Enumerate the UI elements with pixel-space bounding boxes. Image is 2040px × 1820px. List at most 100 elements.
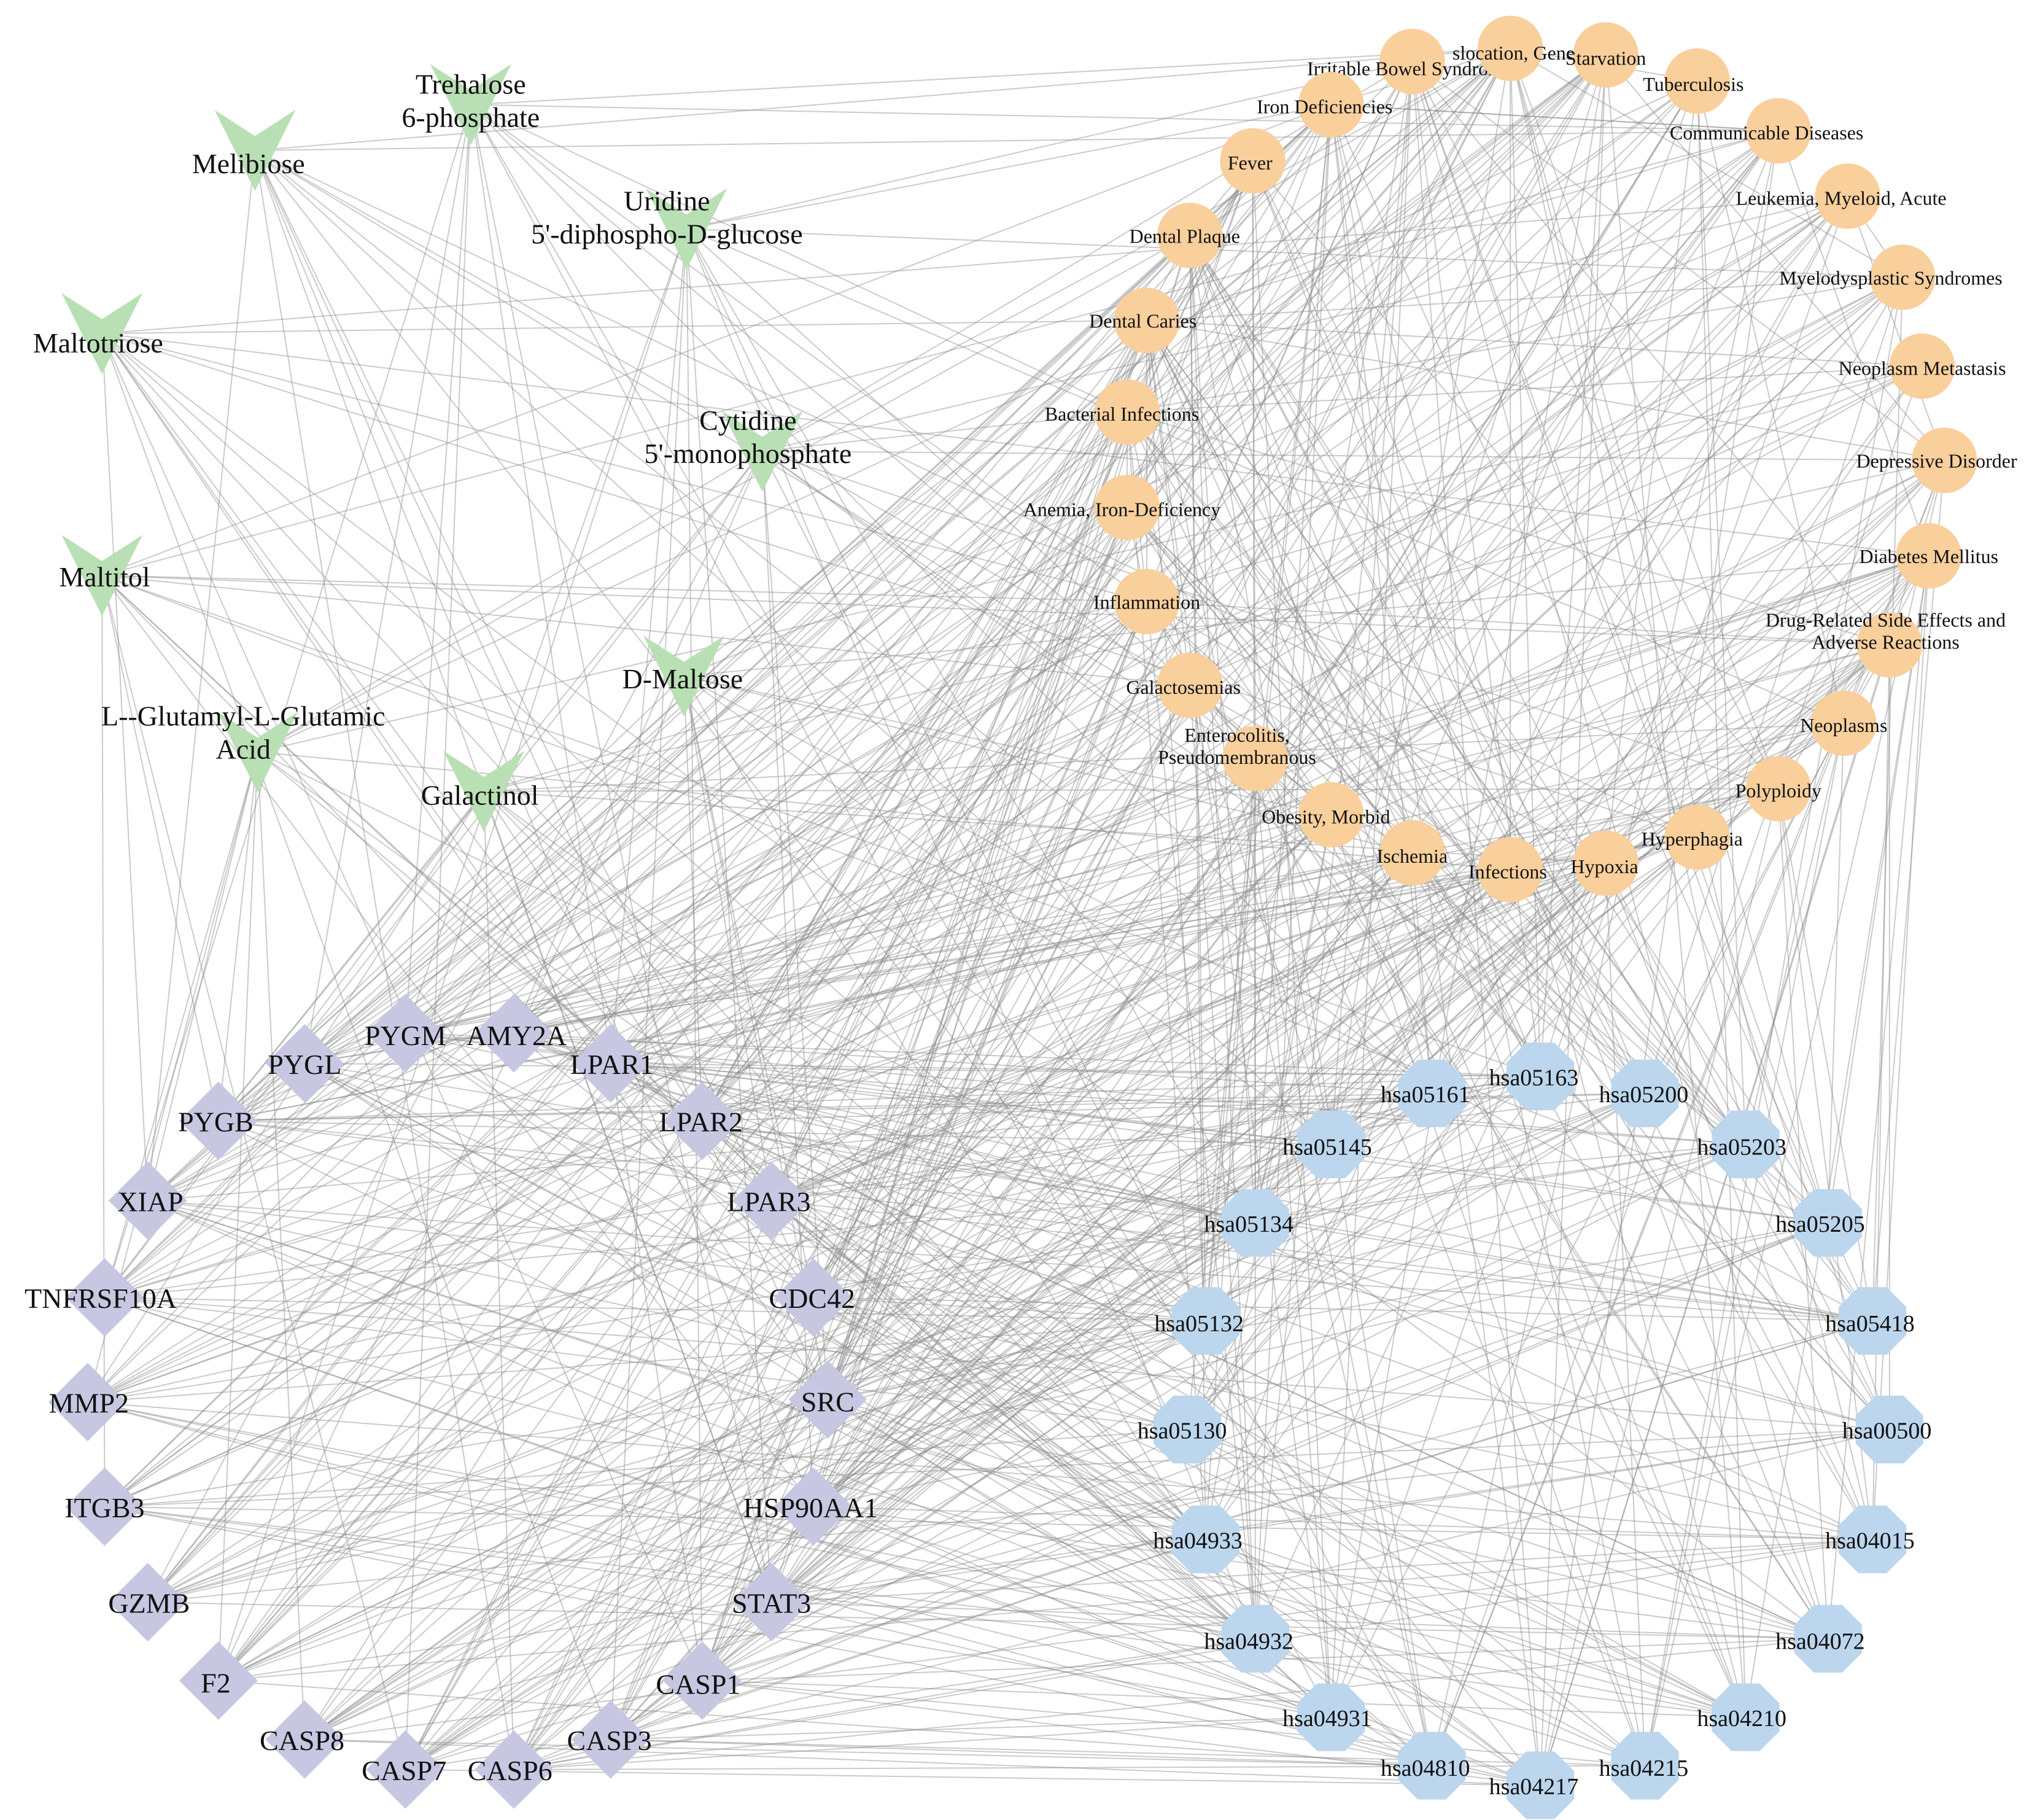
- target-node-f2[interactable]: F2: [179, 1641, 258, 1720]
- disease-node-mds[interactable]: Myelodysplastic Syndromes: [1779, 244, 2003, 310]
- disease-node-inflam[interactable]: Inflammation: [1093, 569, 1200, 635]
- disease-node-irondef[interactable]: Iron Deficiencies: [1257, 72, 1392, 138]
- pathway-node-05163[interactable]: hsa05163: [1489, 1042, 1579, 1111]
- pathway-node-05132[interactable]: hsa05132: [1154, 1287, 1244, 1355]
- disease-node-obesity[interactable]: Obesity, Morbid: [1262, 782, 1390, 848]
- disease-node-disloc[interactable]: slocation, Genetic: [1452, 15, 1594, 82]
- pathway-node-05205[interactable]: hsa05205: [1775, 1189, 1865, 1257]
- target-node-tnfrsf10a[interactable]: TNFRSF10A: [25, 1258, 177, 1337]
- target-node-casp1[interactable]: CASP1: [656, 1641, 742, 1720]
- compound-node-melibiose[interactable]: Melibiose: [192, 109, 305, 191]
- target-node-casp3[interactable]: CASP3: [567, 1700, 652, 1779]
- disease-node-infections[interactable]: Infections: [1468, 837, 1547, 903]
- target-node-itgb3[interactable]: ITGB3: [64, 1467, 145, 1546]
- disease-node-depress[interactable]: Depressive Disorder: [1856, 427, 2017, 494]
- edge-t_lpar1-p_05145: [610, 1062, 1332, 1145]
- compound-node-label: Galactinol: [421, 780, 539, 811]
- edge-p_05145-d_metast: [1330, 365, 1923, 1145]
- target-node-gzmb[interactable]: GZMB: [108, 1563, 190, 1642]
- pathway-node-04931[interactable]: hsa04931: [1282, 1683, 1372, 1751]
- pathway-node-05200[interactable]: hsa05200: [1599, 1059, 1689, 1127]
- pathway-node-05134[interactable]: hsa05134: [1204, 1189, 1293, 1257]
- pathway-node-04215[interactable]: hsa04215: [1599, 1732, 1689, 1800]
- pathway-node-04015[interactable]: hsa04015: [1825, 1505, 1915, 1574]
- edge-t_f2-p_05145: [218, 1143, 1332, 1681]
- target-node-pygm[interactable]: PYGM: [365, 994, 446, 1073]
- disease-node-anemia[interactable]: Anemia, Iron-Deficiency: [1023, 475, 1221, 540]
- pathway-node-04210[interactable]: hsa04210: [1697, 1683, 1786, 1751]
- edge-t_itgb3-p_04932: [104, 1506, 1255, 1639]
- target-node-lpar1[interactable]: LPAR1: [570, 1024, 654, 1103]
- pathway-node-04072[interactable]: hsa04072: [1775, 1604, 1865, 1673]
- disease-node-metast[interactable]: Neoplasm Metastasis: [1839, 333, 2006, 399]
- disease-node-entero[interactable]: Enterocolitis,Pseudomembranous: [1158, 724, 1316, 791]
- edge-c_dmaltose-p_04932: [683, 675, 1256, 1639]
- disease-node-polyploidy[interactable]: Polyploidy: [1736, 756, 1821, 822]
- target-node-pygl[interactable]: PYGL: [265, 1024, 344, 1103]
- target-node-src[interactable]: SRC: [788, 1360, 867, 1439]
- disease-node-comm[interactable]: Communicable Diseases: [1670, 98, 1863, 164]
- target-node-casp7[interactable]: CASP7: [362, 1730, 446, 1809]
- target-node-mmp2[interactable]: MMP2: [48, 1363, 129, 1442]
- disease-node-starvation[interactable]: Starvation: [1565, 22, 1646, 88]
- disease-node-leuk[interactable]: Leukemia, Myeloid, Acute: [1736, 163, 1947, 229]
- target-node-shape: [774, 1467, 853, 1546]
- disease-node-galacto[interactable]: Galactosemias: [1126, 652, 1241, 718]
- compound-node-dmaltose[interactable]: D-Maltose: [622, 636, 743, 717]
- edge-t_casp6-p_04931: [514, 1716, 1332, 1770]
- target-node-xiap[interactable]: XIAP: [108, 1161, 187, 1240]
- disease-node-tb[interactable]: Tuberculosis: [1643, 48, 1743, 114]
- target-node-lpar3[interactable]: LPAR3: [727, 1161, 811, 1240]
- compound-node-galactinol[interactable]: Galactinol: [421, 750, 539, 832]
- target-node-hsp90aa1[interactable]: HSP90AA1: [743, 1467, 878, 1546]
- pathway-node-00500[interactable]: hsa00500: [1842, 1395, 1932, 1464]
- pathway-node-05418[interactable]: hsa05418: [1825, 1287, 1915, 1355]
- target-node-stat3[interactable]: STAT3: [732, 1563, 811, 1642]
- edge-t_src-p_04215: [827, 1399, 1645, 1767]
- compound-node-label: 5'-monophosphate: [644, 438, 851, 469]
- disease-node-caries[interactable]: Dental Caries: [1089, 287, 1196, 354]
- target-node-pygb[interactable]: PYGB: [178, 1081, 258, 1161]
- target-node-lpar2[interactable]: LPAR2: [659, 1081, 743, 1161]
- disease-node-shape: [1114, 287, 1180, 354]
- target-node-casp6[interactable]: CASP6: [468, 1730, 553, 1809]
- compound-node-maltotriose[interactable]: Maltotriose: [33, 293, 163, 375]
- edge-t_casp7-p_05132: [405, 1320, 1206, 1770]
- disease-node-diabetes[interactable]: Diabetes Mellitus: [1859, 523, 1998, 589]
- disease-node-fever[interactable]: Fever: [1220, 128, 1286, 194]
- pathway-node-05203[interactable]: hsa05203: [1697, 1110, 1786, 1178]
- disease-node-shape: [1745, 756, 1812, 822]
- pathway-node-04217[interactable]: hsa04217: [1489, 1751, 1579, 1819]
- pathway-node-05130[interactable]: hsa05130: [1138, 1395, 1227, 1464]
- disease-node-hypoxia[interactable]: Hypoxia: [1570, 830, 1639, 896]
- edge-t_xiap-p_05132: [147, 1200, 1206, 1322]
- pathway-node-04810[interactable]: hsa04810: [1381, 1732, 1470, 1800]
- edge-c_maltitol-t_itgb3: [101, 575, 106, 1507]
- pathway-node-shape: [1221, 1604, 1289, 1673]
- edge-c_dmaltose-p_05145: [683, 675, 1332, 1145]
- edge-t_lpar3-p_04933: [771, 1200, 1206, 1540]
- pathway-node-04933[interactable]: hsa04933: [1153, 1505, 1243, 1574]
- target-node-amy2a[interactable]: AMY2A: [467, 994, 567, 1073]
- disease-node-hyperphagia[interactable]: Hyperphagia: [1642, 804, 1743, 870]
- disease-node-neoplasms[interactable]: Neoplasms: [1800, 690, 1887, 756]
- disease-node-ischemia[interactable]: Ischemia: [1377, 820, 1448, 886]
- edge-p_05163-d_ibs: [1411, 61, 1542, 1077]
- edge-t_casp1-p_04210: [702, 1680, 1746, 1718]
- compound-node-maltitol[interactable]: Maltitol: [59, 535, 150, 616]
- pathway-node-05145[interactable]: hsa05145: [1282, 1110, 1372, 1178]
- disease-node-bact[interactable]: Bacterial Infections: [1045, 379, 1199, 445]
- disease-node-plaque[interactable]: Dental Plaque: [1130, 203, 1240, 268]
- target-node-casp8[interactable]: CASP8: [260, 1700, 344, 1779]
- target-node-cdc42[interactable]: CDC42: [769, 1258, 855, 1337]
- pathway-node-04932[interactable]: hsa04932: [1204, 1604, 1293, 1673]
- edge-t_itgb3-p_04931: [104, 1506, 1332, 1718]
- pathway-node-05161[interactable]: hsa05161: [1381, 1059, 1470, 1127]
- target-node-shape: [366, 994, 445, 1073]
- edge-c_maltotriose-d_hyperphagia: [101, 333, 1698, 838]
